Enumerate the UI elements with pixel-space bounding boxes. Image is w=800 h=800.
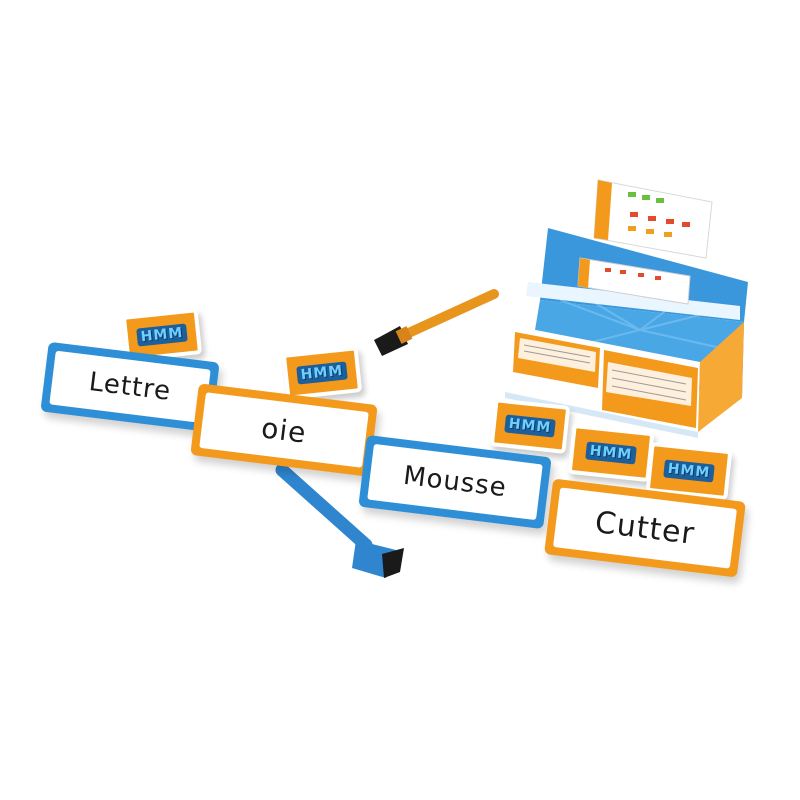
- word-card-text: Lettre: [87, 367, 173, 407]
- hmm-label: HMM: [584, 441, 638, 465]
- hmm-label: HMM: [662, 459, 716, 483]
- hmm-label: HMM: [503, 414, 557, 438]
- whiteboard-marker-orange: [374, 289, 499, 356]
- hmm-tile: HMM: [281, 346, 363, 400]
- hmm-label: HMM: [135, 323, 189, 347]
- hmm-label: HMM: [295, 361, 349, 385]
- word-card-text: Cutter: [593, 504, 697, 552]
- box-front-panels: [513, 332, 698, 428]
- word-card-text: Mousse: [401, 460, 509, 504]
- rule-card-front: [577, 257, 691, 305]
- word-card-text: oie: [259, 410, 309, 450]
- whiteboard-marker-blue: [275, 463, 404, 578]
- hmm-tile: HMM: [567, 423, 655, 483]
- hmm-tile: HMM: [489, 398, 571, 454]
- rule-card-back: [593, 179, 713, 259]
